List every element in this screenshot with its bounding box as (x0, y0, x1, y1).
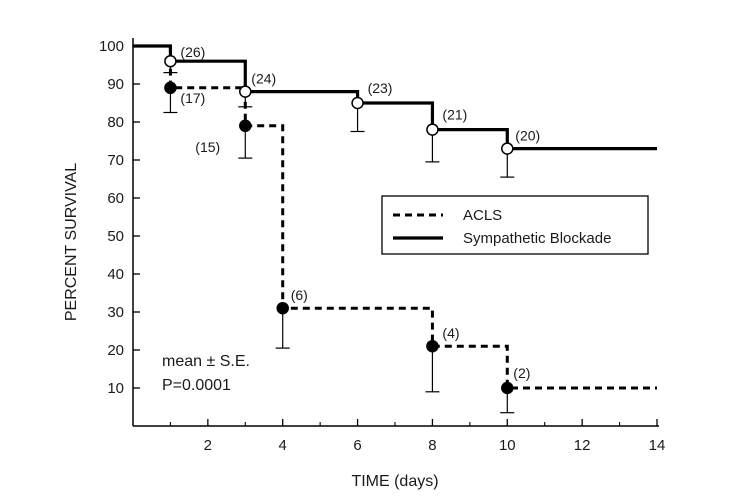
data-point (164, 54, 177, 68)
x-axis-title: TIME (days) (351, 473, 438, 490)
count-label: (17) (180, 90, 205, 106)
count-labels: (17) (15) (6) (4) (2) (26) (24) (23) (21) (20) (180, 44, 540, 381)
x-tick-label: 10 (499, 437, 516, 454)
annotation-mean-se: mean ± S.E. (162, 353, 250, 370)
series-line-1 (133, 44, 657, 151)
data-point (426, 339, 439, 353)
annotation-p-value: P=0.0001 (162, 377, 231, 394)
y-tick-label: 10 (107, 380, 124, 397)
count-label: (23) (368, 80, 393, 96)
legend-label-sympathetic: Sympathetic Blockade (463, 230, 611, 247)
legend-label-acls: ACLS (463, 207, 502, 224)
x-tick-label: 2 (204, 437, 212, 454)
y-tick-label: 20 (107, 342, 124, 359)
count-label: (21) (442, 107, 467, 123)
data-point (351, 96, 364, 110)
y-axis-title: PERCENT SURVIVAL (63, 163, 80, 321)
y-tick-label: 90 (107, 76, 124, 93)
legend: ACLS Sympathetic Blockade (381, 195, 649, 255)
data-point (501, 142, 514, 155)
count-label: (26) (180, 44, 205, 60)
count-label: (6) (291, 287, 308, 303)
y-tick-label: 30 (107, 304, 124, 321)
y-tick-label: 40 (107, 266, 124, 283)
y-tick-label: 70 (107, 152, 124, 169)
y-tick-label: 80 (107, 114, 124, 131)
y-tick-label: 60 (107, 190, 124, 207)
data-point (164, 81, 177, 95)
y-tick-label: 100 (99, 38, 124, 55)
count-label: (20) (515, 128, 540, 144)
data-point (501, 381, 514, 395)
x-tick-label: 4 (279, 437, 287, 454)
series-line-0 (133, 44, 657, 390)
data-point (239, 85, 252, 98)
legend-box (381, 195, 649, 255)
count-label: (24) (251, 71, 276, 87)
annotations: mean ± S.E. P=0.0001 (162, 353, 250, 394)
count-label: (2) (513, 365, 530, 381)
x-tick-label: 6 (353, 437, 361, 454)
x-tick-label: 8 (428, 437, 436, 454)
x-tick-label: 14 (649, 437, 666, 454)
markers (164, 54, 514, 395)
data-point (426, 123, 439, 136)
data-point (276, 301, 289, 315)
y-tick-label: 50 (107, 228, 124, 245)
x-tick-label: 12 (574, 437, 591, 454)
count-label: (4) (442, 325, 459, 341)
count-label: (15) (195, 139, 220, 155)
data-point (239, 119, 252, 133)
